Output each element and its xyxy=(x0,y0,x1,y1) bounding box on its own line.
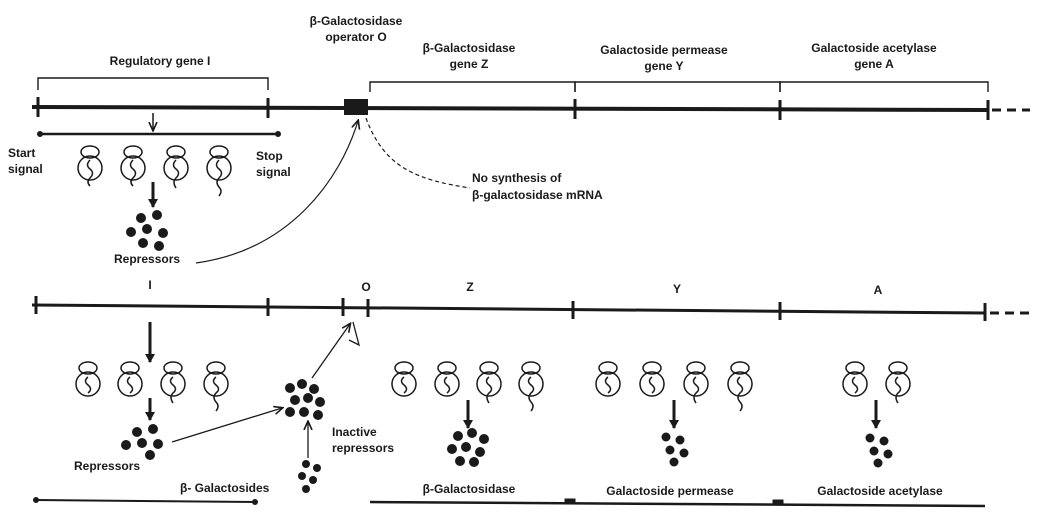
ribosome xyxy=(161,362,185,403)
ribosome xyxy=(118,362,142,396)
ribosome xyxy=(886,362,910,403)
permease-cluster xyxy=(662,433,689,467)
ribosome xyxy=(392,362,416,396)
repressor-cluster-bottom xyxy=(121,424,163,460)
operator-block xyxy=(344,99,368,115)
gene-y-label-line1: Galactoside permease xyxy=(584,43,744,57)
top-dna-strand xyxy=(32,97,1030,120)
arrow-repressors-to-inactive xyxy=(172,408,282,442)
stop-signal-line1: Stop xyxy=(256,149,283,163)
ribosome xyxy=(728,362,752,411)
repressor-cluster-top xyxy=(126,210,168,251)
no-synthesis-line2: β-galactosidase mRNA xyxy=(472,188,603,202)
ribosome xyxy=(843,362,867,396)
gene-y-label-line2: gene Y xyxy=(584,59,744,73)
bracket-gene-a xyxy=(780,82,988,92)
bottom-ribosomes xyxy=(76,362,910,411)
bracket-gene-i xyxy=(38,78,268,90)
acetylase-cluster xyxy=(866,434,893,468)
inactive-repressor-cluster xyxy=(285,379,325,420)
operator-label-line2: operator O xyxy=(296,30,416,44)
gene-i-letter: I xyxy=(140,278,160,292)
ribosome xyxy=(596,362,620,396)
ribosome xyxy=(164,146,188,188)
gene-y-letter: Y xyxy=(667,282,687,296)
bracket-gene-y xyxy=(575,82,780,92)
stop-signal-line2: signal xyxy=(256,165,291,179)
bottom-mrna-lines xyxy=(34,498,986,507)
product-y-label: Galactoside permease xyxy=(590,484,750,498)
inducer-label: β- Galactosides xyxy=(180,481,269,495)
product-z-label: β-Galactosidase xyxy=(404,482,534,496)
ribosome xyxy=(78,146,102,186)
gene-a-label-line1: Galactoside acetylase xyxy=(794,41,954,55)
regulatory-mrna xyxy=(37,131,281,137)
ribosome xyxy=(435,362,459,396)
inactive-repressors-line2: repressors xyxy=(332,441,394,455)
arrow-operator-no-synthesis xyxy=(366,118,470,188)
ribosome xyxy=(477,362,501,403)
translation-arrows xyxy=(150,398,876,428)
ribosome xyxy=(204,362,228,411)
ribosome xyxy=(640,362,664,396)
gene-z-label-line2: gene Z xyxy=(404,57,534,71)
ribosome xyxy=(519,362,543,411)
gene-o-letter: O xyxy=(356,280,376,294)
regulatory-gene-label: Regulatory gene I xyxy=(80,54,240,68)
ribosome xyxy=(207,146,231,196)
arrow-inactive-to-operator xyxy=(312,324,350,378)
gene-brackets xyxy=(38,78,988,92)
arrow-operator-free xyxy=(349,322,359,345)
gene-z-label-line1: β-Galactosidase xyxy=(404,41,534,55)
inducer-cluster xyxy=(298,460,321,493)
ribosome xyxy=(121,146,145,186)
start-signal-line1: Start xyxy=(8,146,35,160)
operator-label-line1: β-Galactosidase xyxy=(296,14,416,28)
gene-a-label-line2: gene A xyxy=(794,57,954,71)
no-synthesis-line1: No synthesis of xyxy=(472,171,561,185)
repressors-label-top: Repressors xyxy=(114,252,180,266)
ribosome xyxy=(684,362,708,403)
inactive-repressors-line1: Inactive xyxy=(332,425,377,439)
bracket-gene-z xyxy=(370,82,575,92)
gene-a-letter: A xyxy=(868,283,888,297)
start-signal-line2: signal xyxy=(8,162,43,176)
ribosome xyxy=(76,362,100,396)
bottom-dna-strand xyxy=(32,296,1030,321)
product-a-label: Galactoside acetylase xyxy=(800,484,960,498)
gene-z-letter: Z xyxy=(460,280,480,294)
beta-galactosidase-cluster xyxy=(447,428,489,467)
repressors-label-bottom: Repressors xyxy=(74,459,140,473)
